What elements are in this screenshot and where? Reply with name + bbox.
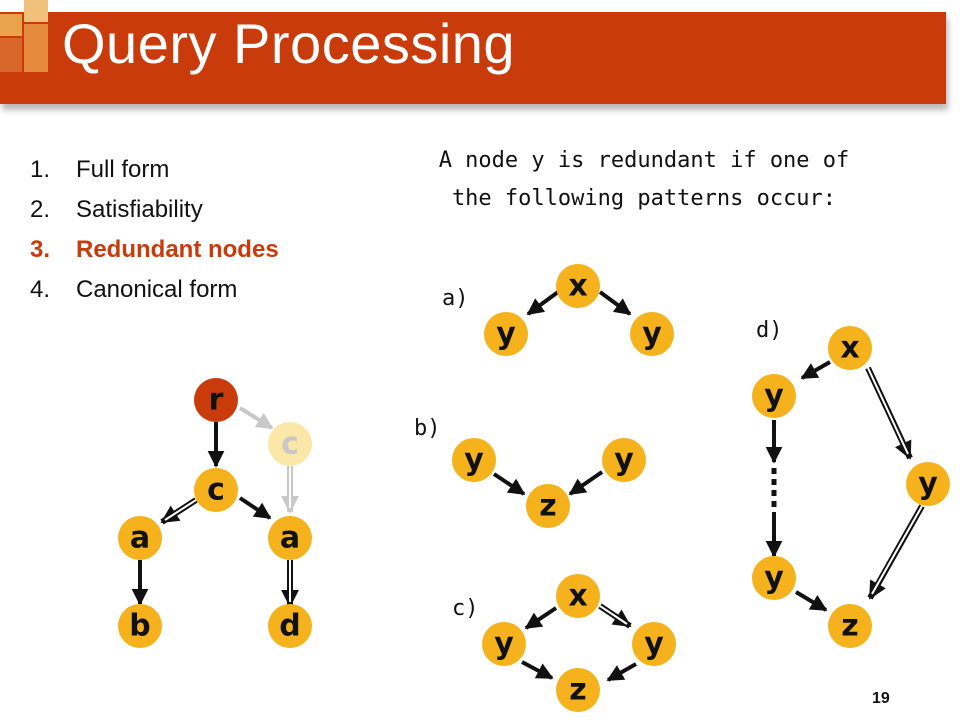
node-a-right: a [268,516,312,560]
node-y: y [752,556,796,600]
svg-text:y: y [764,379,784,414]
node-x: x [556,574,600,618]
step-number: 4. [30,276,51,303]
svg-text:y: y [764,561,784,596]
note-line: A node y is redundant if one of [438,148,850,173]
pattern-b-nodes: y y z [452,438,646,528]
pattern-label-a: a) [442,286,469,311]
edge-c-a-right [238,496,272,520]
pattern-label-c: c) [452,596,479,621]
node-r: r [194,378,238,422]
svg-text:y: y [644,627,664,662]
title-decoration [0,0,60,80]
node-z: z [556,668,600,712]
page-number: 19 [872,690,890,707]
node-c-faded: c [268,422,312,466]
svg-text:z: z [539,489,556,524]
node-z: z [828,604,872,648]
pattern-d-edges [765,360,925,612]
step-item: 1. Full form [30,150,279,190]
pattern-c-nodes: x y y z [482,574,676,712]
node-d: d [268,604,312,648]
slide-title: Query Processing [62,12,516,75]
svg-text:y: y [918,467,938,502]
step-item-active: 3. Redundant nodes [30,230,279,270]
node-a-left: a [118,516,162,560]
node-y: y [482,622,526,666]
pattern-label-d: d) [756,318,783,343]
svg-text:a: a [280,521,300,556]
svg-text:x: x [568,579,587,614]
pattern-d-nodes: x y y y z [752,326,950,648]
node-x: x [556,264,600,308]
svg-text:z: z [841,609,858,644]
node-y: y [630,312,674,356]
node-c: c [194,468,238,512]
tree-nodes: r c c a a b d [118,378,312,648]
step-item: 2. Satisfiability [30,190,279,230]
svg-text:d: d [279,609,300,644]
pattern-a-nodes: x y y [484,264,674,356]
node-z: z [526,484,570,528]
svg-text:c: c [207,473,225,508]
step-number: 2. [30,196,51,223]
svg-text:r: r [209,383,224,418]
node-b: b [118,604,162,648]
svg-text:x: x [568,269,587,304]
svg-text:c: c [281,427,299,462]
svg-text:x: x [840,331,859,366]
step-number: 3. [30,236,51,263]
svg-text:y: y [496,317,516,352]
edge-r-c-faded [238,406,274,430]
svg-text:y: y [464,443,484,478]
svg-text:y: y [494,627,514,662]
edge-c-a-left [160,497,198,525]
node-x: x [828,326,872,370]
step-label: Canonical form [76,276,238,303]
svg-text:y: y [614,443,634,478]
pattern-label-b: b) [414,416,441,441]
steps-list: 1. Full form 2. Satisfiability 3. Redundant… [30,150,279,310]
step-label: Satisfiability [76,196,203,223]
svg-text:z: z [569,673,586,708]
svg-text:a: a [130,521,150,556]
svg-text:y: y [642,317,662,352]
pattern-a-edges [526,290,632,316]
node-y: y [602,438,646,482]
tree-edges [131,406,299,608]
step-label: Redundant nodes [76,236,279,263]
pattern-c-edges [521,603,637,682]
node-y: y [452,438,496,482]
step-label: Full form [76,156,170,183]
node-y: y [906,462,950,506]
node-y: y [632,622,676,666]
title-bar [0,12,946,104]
redundancy-note: A node y is redundant if one of the foll… [388,142,900,218]
note-line: the following patterns occur: [451,186,837,211]
step-item: 4. Canonical form [30,270,279,310]
node-y: y [484,312,528,356]
node-y: y [752,374,796,418]
pattern-b-edges [492,470,604,496]
step-number: 1. [30,156,51,183]
svg-text:b: b [129,609,150,644]
